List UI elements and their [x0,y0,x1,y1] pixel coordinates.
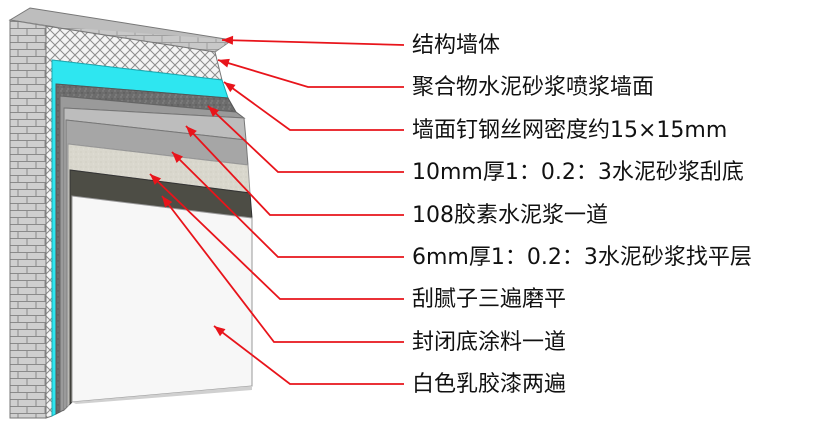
label-cement-paste: 108胶素水泥浆一道 [412,203,608,228]
arrowhead-steel-mesh [224,82,236,93]
label-leveling-layer: 6mm厚1：0.2：3水泥砂浆找平层 [412,245,752,270]
arrowhead-primer [162,196,173,208]
label-scratch-coat: 10mm厚1：0.2：3水泥砂浆刮底 [412,160,744,185]
label-steel-mesh: 墙面钉钢丝网密度约15×15mm [412,118,727,143]
leader-line-steel-mesh [223,81,404,131]
labels: 结构墙体 聚合物水泥砂浆喷浆墙面 墙面钉钢丝网密度约15×15mm 10mm厚1… [412,33,752,397]
leader-line-putty [149,173,404,300]
leader-line-latex-paint [213,325,404,385]
label-putty: 刮腻子三遍磨平 [412,287,566,312]
leader-lines [149,35,405,385]
wall-layers [45,25,253,419]
label-structural-wall: 结构墙体 [412,33,500,58]
paint-layer [71,195,253,403]
leader-line-polymer-mortar [217,59,404,88]
leader-line-scratch-coat [207,105,404,173]
leader-line-cement-paste [185,125,404,216]
arrowhead-scratch-coat [208,106,220,117]
leader-line-structural-wall [221,39,405,46]
structural-wall-brick [8,7,234,419]
label-polymer-mortar: 聚合物水泥砂浆喷浆墙面 [412,75,654,100]
arrowhead-latex-paint [214,326,226,337]
label-latex-paint: 白色乳胶漆两遍 [412,372,566,397]
label-primer: 封闭底涂料一道 [412,330,566,355]
arrowhead-cement-paste [186,126,197,138]
leader-line-primer [161,195,404,343]
arrowhead-polymer-mortar [218,58,230,68]
arrowhead-structural-wall [222,35,234,45]
leader-line-leveling-layer [171,151,404,258]
arrowhead-leveling-layer [172,152,183,163]
arrowhead-putty [150,174,162,185]
